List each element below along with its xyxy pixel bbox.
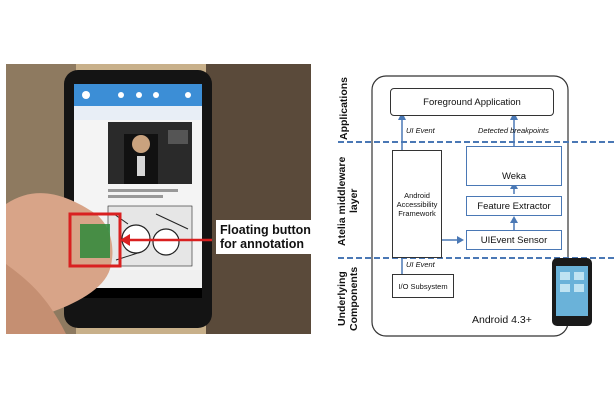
atelia-architecture-diagram: Applications Atelia middleware layer Und… [330, 62, 616, 342]
ui-event-label-bottom: UI Event [406, 260, 435, 269]
phone-photo-graphic [6, 64, 311, 334]
detected-breakpoints-label: Detected breakpoints [478, 126, 549, 135]
feature-extractor-box: Feature Extractor [466, 196, 562, 216]
foreground-application-box: Foreground Application [390, 88, 554, 116]
uievent-sensor-box: UIEvent Sensor [466, 230, 562, 250]
layer-label-applications: Applications [338, 76, 350, 140]
floating-button-callout: Floating button for annotation [216, 220, 311, 254]
weka-label: Weka [501, 171, 527, 182]
layer-label-underlying: Underlying Components [336, 266, 360, 332]
annotation-photo: Floating button for annotation [6, 64, 311, 334]
accessibility-framework-box: Android Accessibility Framework [392, 150, 442, 258]
classifier-label: Classifier [494, 154, 534, 165]
io-subsystem-box: I/O Subsystem [392, 274, 454, 298]
android-version-label: Android 4.3+ [472, 314, 532, 326]
ui-event-label-top: UI Event [406, 126, 435, 135]
layer-label-middleware: Atelia middleware layer [336, 156, 360, 246]
weka-box: Weka [466, 146, 562, 186]
